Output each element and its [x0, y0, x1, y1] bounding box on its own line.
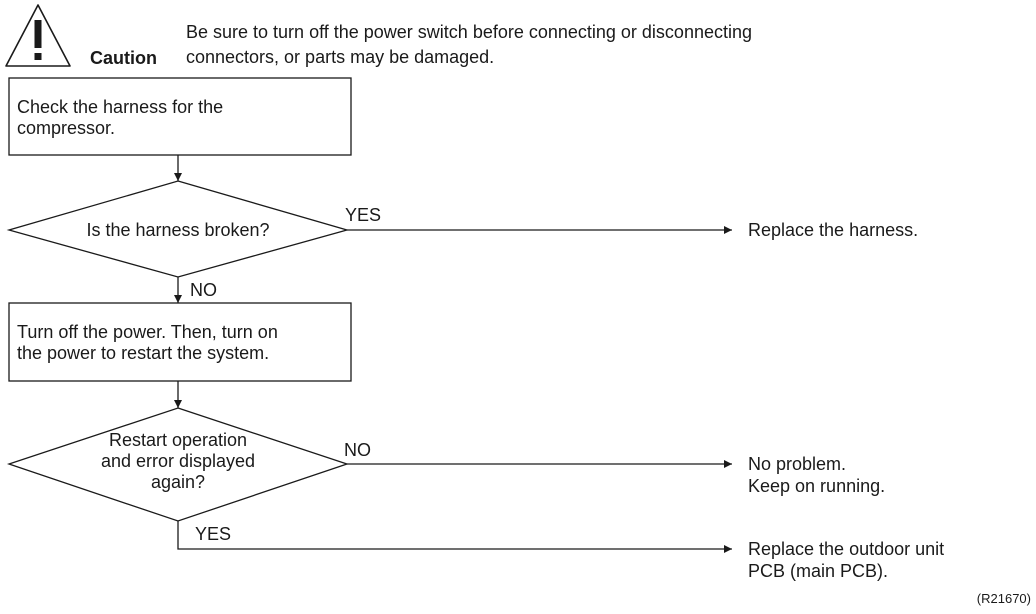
replace-pcb-line-2: PCB (main PCB).: [748, 561, 888, 581]
check-harness-line-1: Check the harness for the: [17, 97, 223, 117]
figure-reference: (R21670): [977, 591, 1031, 606]
warning-triangle-icon: [5, 4, 71, 67]
no-problem-line-1: No problem.: [748, 454, 846, 474]
caution-message-line-1: Be sure to turn off the power switch bef…: [186, 22, 752, 42]
harness-broken-no-label: NO: [190, 280, 217, 300]
yes-branch-arrow: [177, 521, 732, 553]
restart-error-line-1: Restart operation: [109, 430, 247, 450]
step-power-cycle: Turn off the power. Then, turn on the po…: [8, 302, 352, 382]
power-cycle-line-1: Turn off the power. Then, turn on: [17, 322, 278, 342]
caution-notice: Caution Be sure to turn off the power sw…: [5, 4, 752, 68]
restart-error-yes-label: YES: [195, 524, 231, 544]
step-check-harness: Check the harness for the compressor.: [8, 77, 352, 156]
restart-error-no-label: NO: [344, 440, 371, 460]
caution-message-line-2: connectors, or parts may be damaged.: [186, 47, 494, 67]
power-cycle-line-2: the power to restart the system.: [17, 343, 269, 363]
restart-error-line-2: and error displayed: [101, 451, 255, 471]
harness-broken-yes-label: YES: [345, 205, 381, 225]
harness-broken-question: Is the harness broken?: [86, 220, 269, 240]
caution-label: Caution: [90, 48, 157, 68]
restart-error-line-3: again?: [151, 472, 205, 492]
no-problem-line-2: Keep on running.: [748, 476, 885, 496]
decision-harness-broken: Is the harness broken?: [6, 180, 350, 278]
replace-pcb-line-1: Replace the outdoor unit: [748, 539, 944, 559]
check-harness-line-2: compressor.: [17, 118, 115, 138]
replace-harness-result: Replace the harness.: [748, 220, 918, 240]
decision-restart-error: Restart operation and error displayed ag…: [6, 407, 350, 522]
